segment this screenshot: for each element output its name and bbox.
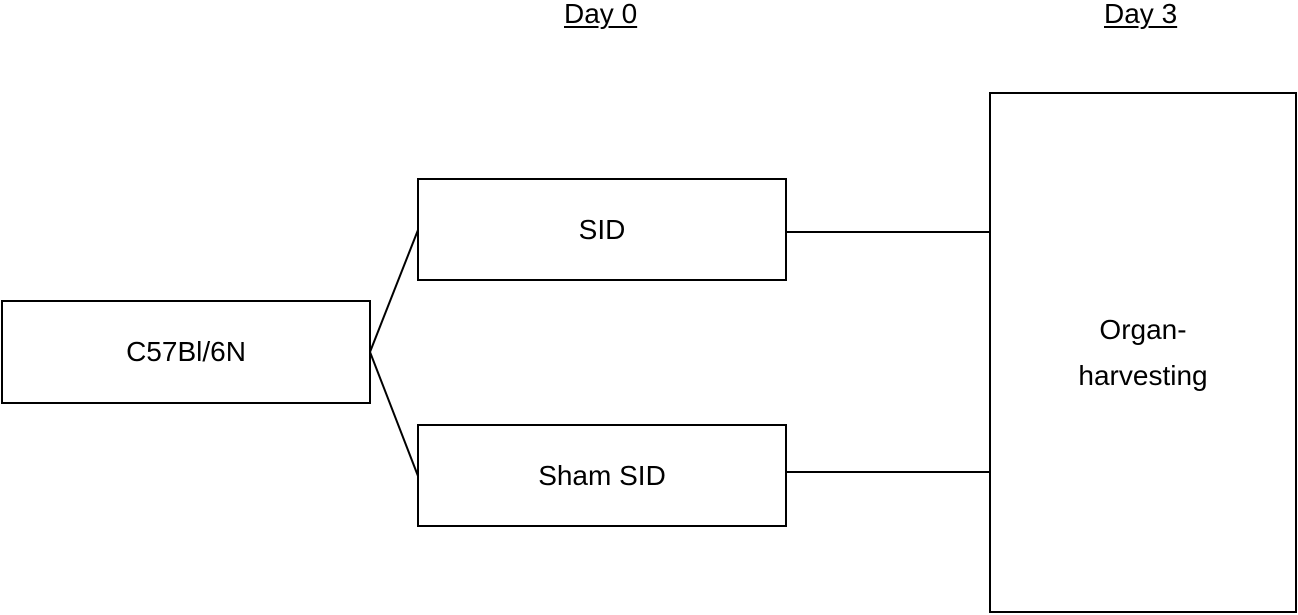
connector-strain-to-sham-sid: [369, 351, 419, 477]
strain-box: C57Bl/6N: [1, 300, 371, 404]
sid-box: SID: [417, 178, 787, 281]
organ-harvesting-box: Organ- harvesting: [989, 92, 1297, 613]
organ-harvesting-line-1: Organ-: [1099, 313, 1187, 345]
strain-label: C57Bl/6N: [126, 336, 246, 367]
day-0-label: Day 0: [564, 0, 638, 29]
connector-strain-to-sid: [369, 229, 419, 353]
sham-sid-label: Sham SID: [538, 459, 666, 491]
day-3-label: Day 3: [1104, 0, 1178, 29]
organ-harvesting-label: Organ- harvesting: [1078, 307, 1207, 399]
organ-harvesting-line-2: harvesting: [1078, 359, 1208, 391]
sid-label: SID: [578, 213, 626, 245]
sham-sid-box: Sham SID: [417, 424, 787, 527]
